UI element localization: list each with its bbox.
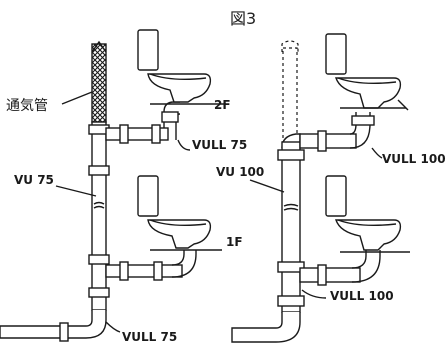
bottom-elbow-left [0, 310, 107, 339]
vertical-pipe-right [281, 141, 301, 313]
toilet-2f-right [325, 33, 402, 109]
toilet-2f-left [137, 29, 212, 103]
coupling [119, 261, 129, 281]
vull100-2f-label: VULL 100 [382, 152, 446, 166]
vertical-pipe-left [91, 121, 107, 311]
coupling [119, 124, 129, 144]
figure-title: 図3 [230, 9, 256, 28]
toilet-tank [325, 33, 347, 75]
coupling [277, 261, 305, 273]
right-system: VU 100 VULL 100 VULL 100 [216, 33, 446, 343]
coupling [88, 287, 110, 298]
toilet-1f-right [325, 175, 402, 251]
coupling [151, 124, 161, 144]
toilet-bowl [147, 219, 212, 249]
branch-pipe-1f-right [299, 267, 361, 283]
toilet-tank [137, 175, 159, 217]
left-system: 2F 1F 通気管 VU 75 VULL 75 VULL 75 [0, 29, 247, 344]
toilet-tank [325, 175, 347, 217]
coupling [88, 165, 110, 176]
vu75-label: VU 75 [14, 173, 54, 187]
vu100-label: VU 100 [216, 165, 264, 179]
vull100-1f-label: VULL 100 [330, 289, 394, 303]
coupling [277, 149, 305, 161]
toilet-1f-left [137, 175, 212, 249]
branch-pipe-1f [105, 264, 183, 278]
floor-label-1f: 1F [226, 235, 243, 249]
vull75-bottom-label: VULL 75 [122, 330, 177, 344]
toilet-bowl [147, 73, 212, 103]
toilet-tank [137, 29, 159, 71]
coupling [153, 261, 163, 281]
bottom-elbow-right [231, 312, 301, 343]
toilet-bowl [335, 219, 402, 251]
coupling [88, 254, 110, 265]
branch-pipe-2f-right [299, 133, 357, 149]
vent-pipe [91, 43, 107, 123]
vent-pipe-label: 通気管 [6, 98, 48, 114]
vull75-2f-label: VULL 75 [192, 138, 247, 152]
toilet-bowl [335, 77, 402, 109]
coupling [277, 295, 305, 307]
vent-pipe-dashed [282, 47, 298, 143]
floor-label-2f: 2F [214, 98, 231, 112]
